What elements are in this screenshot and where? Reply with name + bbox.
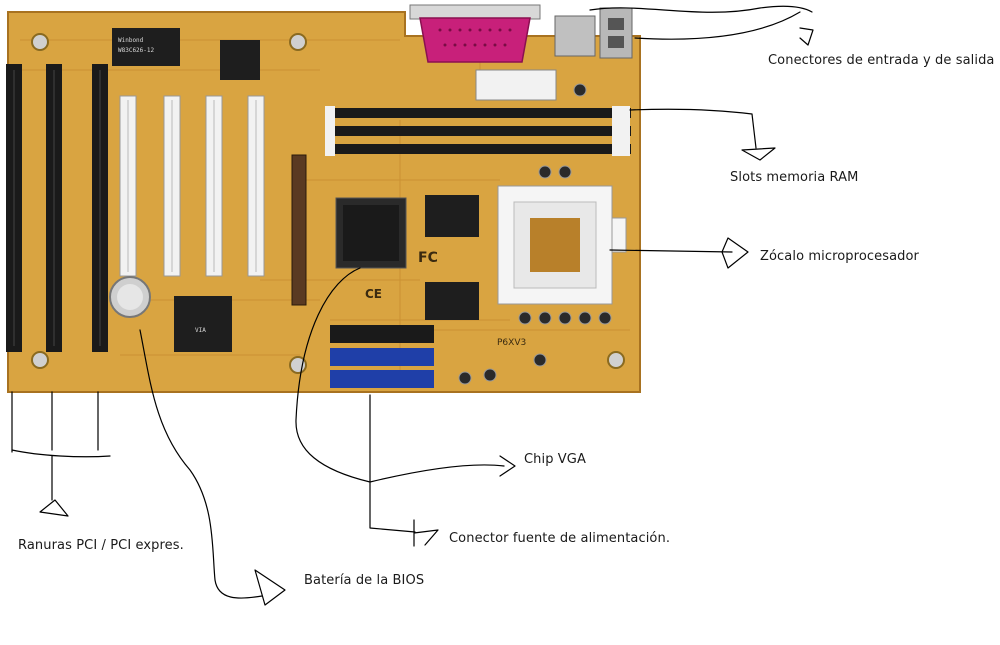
label-io-connectors: Conectores de entrada y de salida xyxy=(768,53,995,68)
ide-connectors xyxy=(330,325,434,388)
leader-io-top xyxy=(589,5,813,13)
winbond-code-text: W83C626-12 xyxy=(118,47,155,54)
via-text: VIA xyxy=(195,327,206,334)
via-southbridge: VIA xyxy=(174,296,232,352)
leader-io-bottom xyxy=(634,11,801,40)
label-ram-slots: Slots memoria RAM xyxy=(730,170,859,185)
fc-mark: FC xyxy=(418,250,438,266)
arrow-vga xyxy=(499,455,516,477)
io-chip xyxy=(220,40,260,80)
ram-slots xyxy=(325,106,631,156)
ce-mark: CE xyxy=(365,287,382,301)
leader-ram xyxy=(629,108,757,149)
label-cpu-socket: Zócalo microprocesador xyxy=(760,249,920,264)
arrow-ram xyxy=(741,147,776,161)
arrow-cpu xyxy=(721,237,749,269)
capacitors xyxy=(458,83,612,385)
bios-battery xyxy=(109,276,151,318)
leader-pci-slots xyxy=(11,391,99,453)
leader-vga xyxy=(295,267,505,483)
label-bios-battery: Batería de la BIOS xyxy=(304,573,425,588)
winbond-chip: Winbond W83C626-12 xyxy=(112,28,180,66)
leader-pci-join xyxy=(11,449,111,501)
leader-power xyxy=(369,394,416,533)
pci-slots xyxy=(119,95,265,277)
winbond-text: Winbond xyxy=(118,37,144,44)
leader-bios xyxy=(139,329,263,599)
io-connectors xyxy=(409,4,633,63)
label-pci-slots: Ranuras PCI / PCI expres. xyxy=(18,538,184,553)
arrow-io xyxy=(799,27,814,46)
power-connector xyxy=(475,69,557,101)
arrow-power xyxy=(413,519,439,547)
arrow-bios xyxy=(254,569,286,606)
via-northbridge xyxy=(335,197,407,269)
cache-chip-1 xyxy=(425,195,479,237)
model-mark: P6XV3 xyxy=(497,338,526,348)
leader-cpu xyxy=(609,249,733,253)
cpu-socket xyxy=(497,185,627,305)
agp-slot xyxy=(291,154,307,306)
cache-chip-2 xyxy=(425,282,479,320)
label-power-connector: Conector fuente de alimentación. xyxy=(449,531,671,546)
isa-slots xyxy=(6,64,108,352)
arrow-pci xyxy=(39,499,69,517)
label-vga-chip: Chip VGA xyxy=(524,452,586,467)
